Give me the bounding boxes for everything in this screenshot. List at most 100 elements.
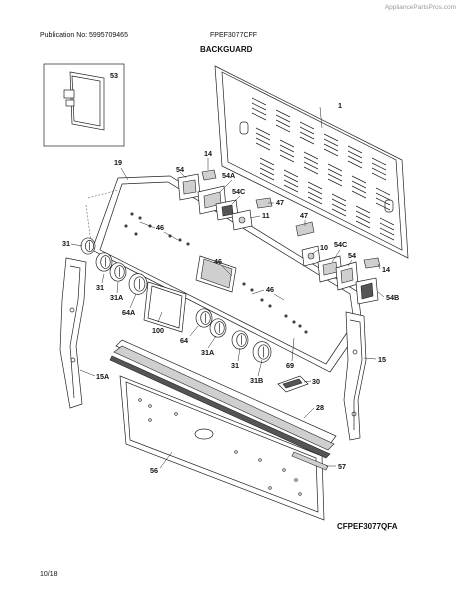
part-1-back-panel: 1 xyxy=(214,65,409,259)
control-knobs xyxy=(80,237,272,363)
switches-upper: 54 14 54A 54C 47 11 xyxy=(176,149,284,231)
louver-slot xyxy=(255,142,271,151)
louver-slot xyxy=(323,148,339,157)
knob-ring xyxy=(100,255,111,269)
callout-31-right: 31 xyxy=(231,361,239,370)
louver-slot xyxy=(371,157,387,166)
knob-ring xyxy=(257,344,270,360)
panel-hole xyxy=(284,314,288,318)
louver-slot xyxy=(351,185,367,194)
louver-slot xyxy=(379,232,395,241)
diagram-code: CFPEF3077QFA xyxy=(337,522,398,531)
callout-14-upper: 14 xyxy=(204,149,212,158)
knob xyxy=(231,330,249,350)
panel-hole xyxy=(292,320,296,324)
part-30-glass-clip: 30 xyxy=(277,375,320,393)
callout-31-top: 31 xyxy=(62,239,70,248)
louver-slot xyxy=(259,172,275,181)
louver-slot xyxy=(299,131,315,140)
callout-47-lower: 47 xyxy=(300,211,308,220)
louver-slot xyxy=(323,138,339,147)
panel-hole xyxy=(242,282,246,286)
callout-46-right: 46 xyxy=(266,285,274,294)
louver-slot xyxy=(331,198,347,207)
callout-64: 64 xyxy=(180,336,188,345)
panel-hole xyxy=(298,324,302,328)
louver-slot xyxy=(327,178,343,187)
callout-54C-lower: 54C xyxy=(334,240,347,249)
louver-slot xyxy=(323,133,339,142)
screw-callouts: 46 46 46 xyxy=(139,221,285,301)
louver-slot xyxy=(251,107,267,116)
callout-31B: 31B xyxy=(250,376,263,385)
louver-slot xyxy=(299,126,315,135)
part-15A-left-end-cap: 15A xyxy=(59,257,109,409)
callout-15A: 15A xyxy=(96,372,109,381)
louver-slot xyxy=(331,193,347,202)
louver-slot xyxy=(355,205,371,214)
callout-30: 30 xyxy=(312,377,320,386)
louver-slot xyxy=(307,191,323,200)
knob xyxy=(95,252,113,272)
callout-11: 11 xyxy=(262,211,270,220)
louver-slot xyxy=(323,143,339,152)
plate-hole xyxy=(148,418,152,422)
plate-hole xyxy=(234,450,238,454)
louver-slot xyxy=(371,162,387,171)
knob-body xyxy=(209,318,227,338)
callout-1: 1 xyxy=(338,101,342,110)
panel-hole xyxy=(260,298,264,302)
knob xyxy=(252,341,272,363)
louver-slot xyxy=(379,222,395,231)
louver-slot xyxy=(351,180,367,189)
knob-ring xyxy=(200,311,211,325)
callout-28: 28 xyxy=(316,403,324,412)
louver-slot xyxy=(299,136,315,145)
louver-slot xyxy=(351,190,367,199)
callout-46-middle: 46 xyxy=(214,257,222,266)
callout-31-left: 31 xyxy=(96,283,104,292)
callout-54B: 54B xyxy=(386,293,399,302)
callout-100: 100 xyxy=(152,326,164,335)
louver-slot xyxy=(347,145,363,154)
louver-slot xyxy=(371,172,387,181)
louver-slot xyxy=(251,97,267,106)
part-57-trim-strip: 57 xyxy=(291,451,346,471)
louver-slot xyxy=(307,196,323,205)
louver-slot xyxy=(283,184,299,193)
knob-body xyxy=(195,308,213,328)
louver-slot xyxy=(275,114,291,123)
panel-hole xyxy=(124,224,128,228)
louver-slot xyxy=(259,157,275,166)
panel-hole xyxy=(178,238,182,242)
panel-hole xyxy=(186,242,190,246)
knob-ring xyxy=(214,321,225,335)
louver-slot xyxy=(371,167,387,176)
site-watermark: AppliancePartsPros.com xyxy=(384,4,456,11)
knob xyxy=(128,273,148,295)
knob-ring xyxy=(84,240,95,252)
part-15-right-end-cap: 15 xyxy=(343,311,386,441)
knob xyxy=(109,262,127,282)
louver-slot xyxy=(255,127,271,136)
callout-10: 10 xyxy=(320,243,328,252)
louver-slot xyxy=(331,203,347,212)
panel-hole xyxy=(130,212,134,216)
louver-slot xyxy=(303,151,319,160)
callout-46-left: 46 xyxy=(156,223,164,232)
knob-ring xyxy=(133,276,146,292)
callout-64A: 64A xyxy=(122,308,135,317)
louver-slot xyxy=(255,137,271,146)
louver-slot xyxy=(355,220,371,229)
louver-slot xyxy=(331,208,347,217)
louver-slot xyxy=(347,150,363,159)
louver-slot xyxy=(347,155,363,164)
callout-57: 57 xyxy=(338,462,346,471)
louver-slot xyxy=(375,187,391,196)
louver-slot xyxy=(303,156,319,165)
callout-19: 19 xyxy=(114,158,122,167)
knob-body xyxy=(95,252,113,272)
louver-slot xyxy=(279,144,295,153)
callout-31A-right: 31A xyxy=(201,348,214,357)
